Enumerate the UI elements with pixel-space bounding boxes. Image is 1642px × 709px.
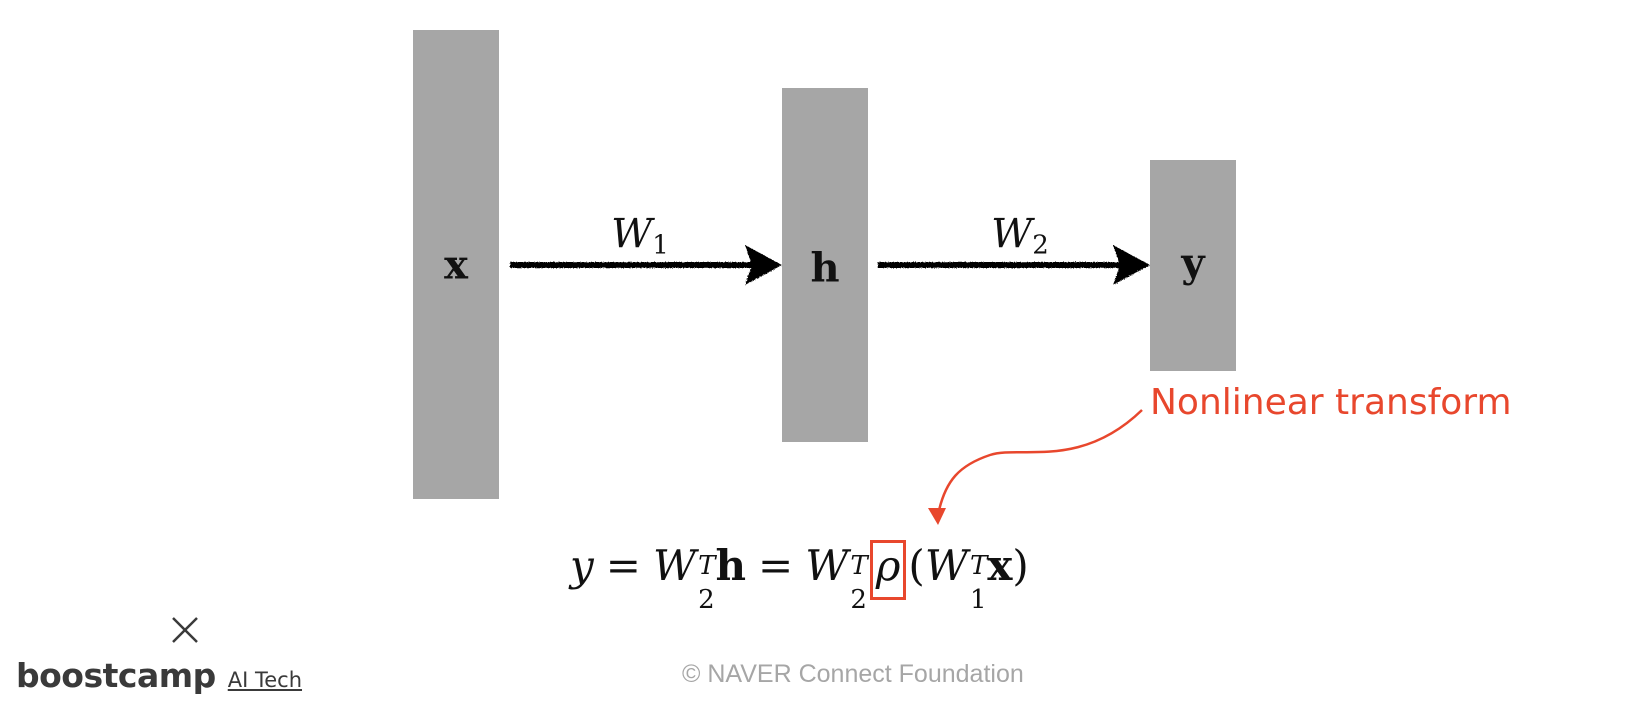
nonlinear-transform-annotation: Nonlinear transform xyxy=(1150,382,1512,423)
logo-name: boostcamp xyxy=(16,656,216,695)
edge-label-w2: W2 xyxy=(991,211,1049,261)
close-x-icon xyxy=(172,617,198,643)
node-label-h: h xyxy=(810,244,840,292)
rho-highlight-box: ρ xyxy=(869,540,907,600)
boostcamp-logo: boostcamp AI Tech xyxy=(16,656,302,695)
layer-block-y xyxy=(1150,160,1236,371)
node-label-x: x xyxy=(444,241,468,289)
layer-block-x xyxy=(413,30,499,499)
node-label-y: y xyxy=(1181,239,1205,287)
annotation-arrow xyxy=(928,409,1143,525)
arrow-h-to-y xyxy=(878,245,1150,285)
logo-subtitle: AI Tech xyxy=(227,668,303,692)
footer-copyright: © NAVER Connect Foundation xyxy=(682,660,1024,688)
rho-symbol: ρ xyxy=(875,541,901,590)
edge-label-w1: W1 xyxy=(611,211,669,261)
layer-block-h xyxy=(782,88,868,442)
arrow-x-to-h xyxy=(510,245,782,285)
